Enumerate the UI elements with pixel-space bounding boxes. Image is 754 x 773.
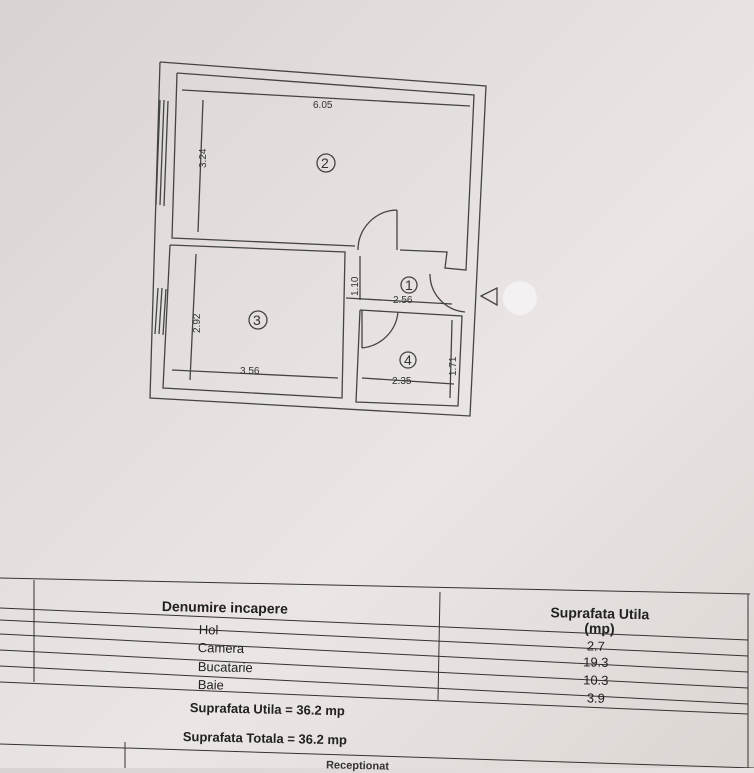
table-grid (0, 577, 754, 768)
room-circle-4 (399, 351, 417, 369)
dim-line-bucatarie-depth (189, 253, 197, 381)
door-arc-camera (357, 209, 398, 251)
row-name-baie: Baie (197, 677, 225, 693)
window-mark-2 (154, 287, 159, 335)
camera-inner-wall (176, 72, 475, 271)
dim-camera-depth: 3.24 (198, 148, 209, 168)
camera-left-wall (171, 72, 356, 247)
row-value-camera: 19.3 (583, 654, 609, 670)
door-arc-baie (361, 311, 399, 349)
room-number-baie: 4 (404, 352, 412, 368)
row-value-hol: 2.7 (586, 638, 606, 654)
entry-arrow-icon (479, 286, 498, 307)
window-mark (155, 99, 161, 206)
row-name-camera: Camera (197, 640, 245, 656)
bucatarie-wall (162, 244, 346, 399)
room-circle-2 (316, 153, 336, 173)
row-name-hol: Hol (198, 622, 219, 638)
room-number-bucatarie: 3 (253, 312, 261, 328)
area-table: Denumire incapere Suprafata Utila (mp) H… (0, 574, 754, 773)
dim-line-camera-depth (197, 99, 204, 233)
header-useful-area: Suprafata Utila (mp) (540, 604, 659, 637)
dim-camera-width: 6.05 (313, 100, 333, 111)
door-arc-entry (429, 273, 466, 313)
dim-bucatarie-depth: 2.92 (192, 313, 203, 333)
outer-wall (149, 61, 487, 417)
header-area-unit: (mp) (584, 619, 615, 637)
glare-spot (503, 281, 537, 315)
baie-wall (355, 309, 463, 407)
row-name-bucatarie: Bucatarie (197, 659, 253, 676)
dim-line-bucatarie-width (171, 369, 339, 379)
row-value-baie: 3.9 (586, 690, 606, 706)
dim-baie-depth: 1.71 (448, 356, 459, 376)
dim-bucatarie-width: 3.56 (240, 366, 260, 377)
header-room-name: Denumire incapere (161, 598, 289, 617)
received-stamp-text: Receptionat (325, 759, 390, 773)
dim-baie-width: 2.35 (392, 376, 412, 387)
room-circle-3 (248, 310, 268, 330)
dim-hol-height: 1.10 (350, 276, 361, 296)
room-number-hol: 1 (405, 277, 413, 293)
dim-line-hol-width (345, 297, 453, 305)
floor-plan: 6.05 3.24 3.56 2.92 2.56 1.10 2.35 1.71 … (149, 61, 537, 417)
dim-hol-width: 2.56 (393, 295, 413, 306)
total-useful-area: Suprafata Utila = 36.2 mp (189, 700, 345, 719)
row-value-bucatarie: 10.3 (583, 672, 609, 688)
dim-line-baie-depth (449, 319, 453, 399)
dim-line-baie-width (361, 377, 455, 385)
dim-line-camera-width (181, 89, 471, 107)
room-circle-1 (400, 276, 418, 294)
room-number-camera: 2 (321, 155, 329, 171)
